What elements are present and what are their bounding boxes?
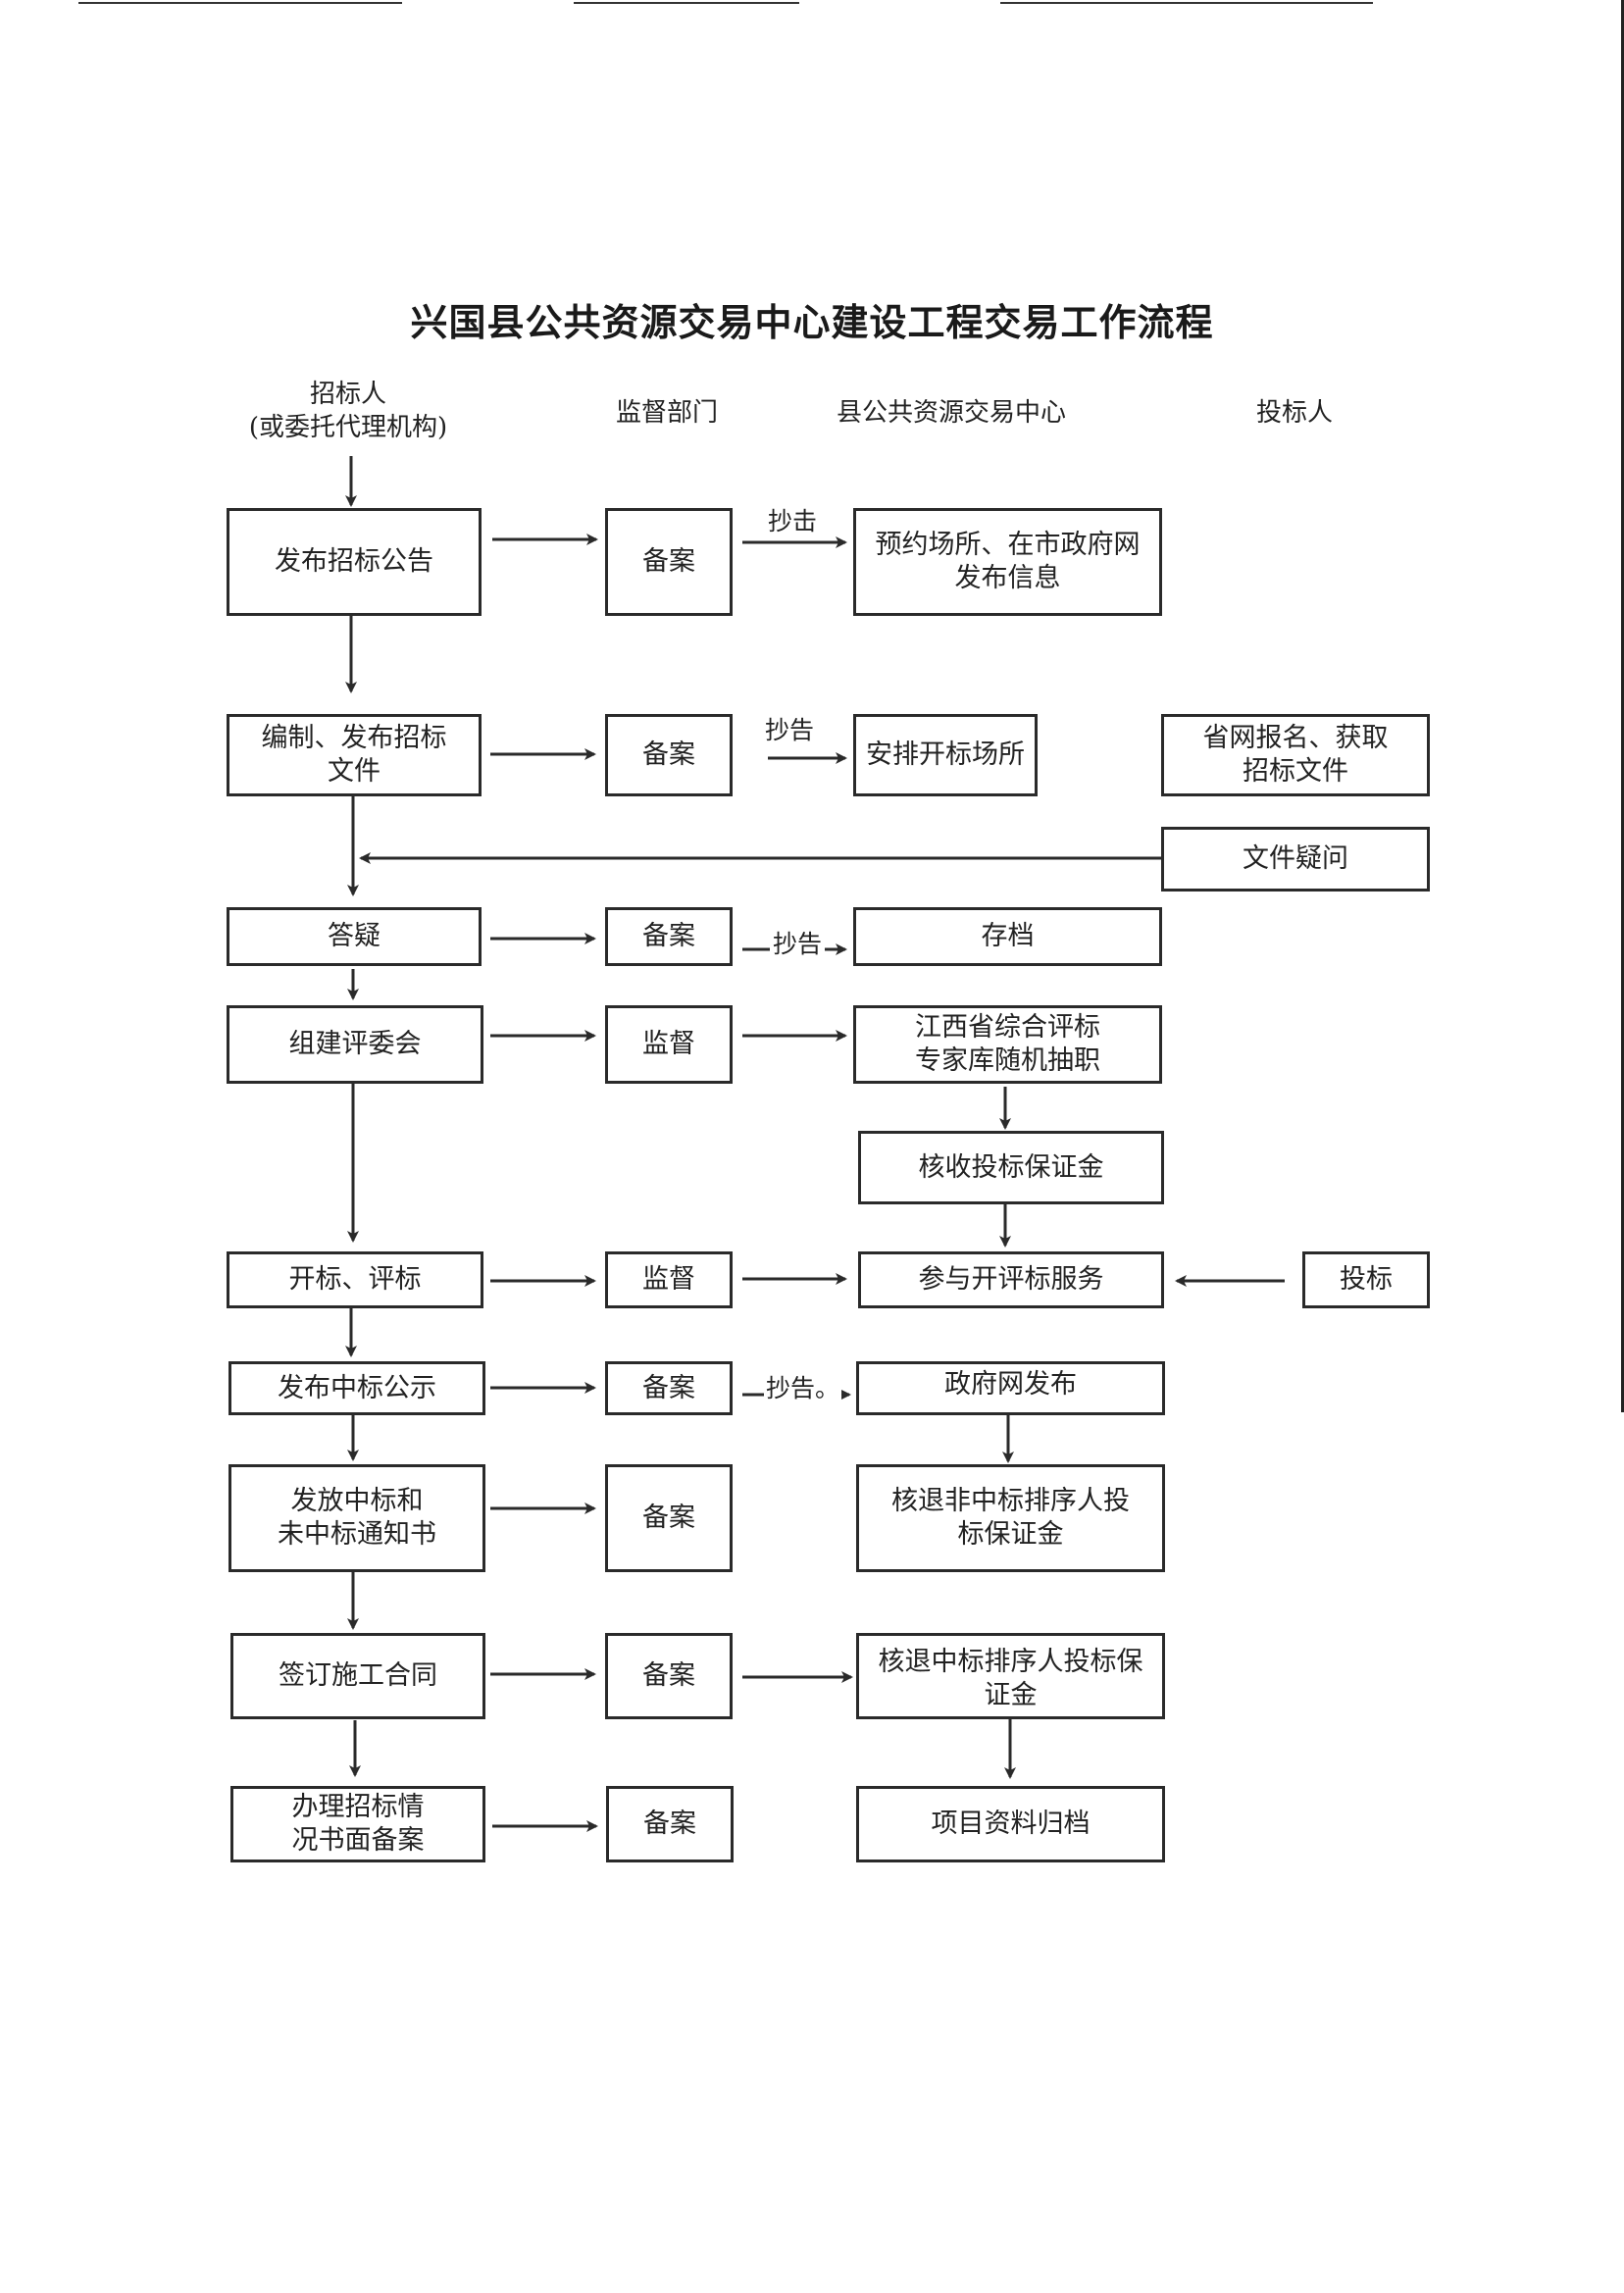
column-header-supervisor: 监督部门 [615,398,718,428]
column-header-center: 县公共资源交易中心 [836,398,1066,428]
supervision-label: 监督 [642,1029,695,1059]
step-label: 组建评委会 [288,1029,422,1059]
supervision-record-2: 备案 [605,714,733,796]
center-label: 参与开评标服务 [918,1264,1104,1295]
bidder-label: 省网报名、获取 招标文件 [1202,723,1389,787]
supervision-label: 监督 [642,1264,695,1295]
supervision-label: 备案 [642,546,695,577]
step-label: 编制、发布招标 文件 [261,723,447,787]
supervision-label: 备案 [642,1503,695,1533]
step-publish-notice: 发布招标公告 [227,508,482,616]
supervision-label: 备案 [643,1809,696,1839]
supervision-monitor-5: 监督 [605,1251,733,1308]
center-evaluation-service: 参与开评标服务 [858,1251,1164,1308]
center-label: 核退非中标排序人投 标保证金 [891,1486,1130,1550]
page-title: 兴国县公共资源交易中心建设工程交易工作流程 [410,301,1214,344]
step-sign-contract: 签订施工合同 [230,1633,485,1719]
step-label: 开标、评标 [288,1264,422,1295]
step-issue-notices: 发放中标和 未中标通知书 [228,1464,485,1572]
step-form-committee: 组建评委会 [227,1005,483,1084]
copy-label: 抄告 [765,716,815,744]
center-collect-deposit: 核收投标保证金 [858,1131,1164,1204]
supervision-record-9: 备案 [606,1786,734,1862]
center-label: 江西省综合评标 专家库随机抽职 [915,1012,1100,1076]
center-label: 预约场所、在市政府网 发布信息 [875,530,1141,593]
center-expert-draw: 江西省综合评标 专家库随机抽职 [853,1005,1162,1084]
column-header-tenderer: 招标人 (或委托代理机构) [248,380,448,442]
center-label: 存档 [981,921,1035,951]
bidder-label: 投标 [1340,1264,1393,1295]
step-prepare-docs: 编制、发布招标 文件 [227,714,482,796]
scan-edge-top [1000,2,1373,4]
supervision-label: 备案 [642,1372,695,1403]
center-label: 核退中标排序人投标保 证金 [878,1647,1143,1710]
scan-edge-top [78,2,402,4]
center-label: 政府网发布 [944,1369,1077,1400]
copy-label: 抄告 [770,925,826,960]
center-label: 安排开标场所 [866,739,1025,770]
step-label: 发布招标公告 [275,546,433,577]
step-label: 发放中标和 未中标通知书 [278,1486,436,1550]
bidder-label: 文件疑问 [1243,843,1348,874]
supervision-label: 备案 [642,921,695,951]
center-gov-publish: 政府网发布 [856,1361,1165,1415]
step-answer: 答疑 [227,907,482,966]
bidder-submit-bid: 投标 [1302,1251,1430,1308]
scan-edge-top [574,2,799,4]
column-header-bidder: 投标人 [1255,398,1333,428]
copy-label: 抄告。 [764,1369,842,1404]
center-refund-winner: 核退中标排序人投标保 证金 [856,1633,1165,1719]
center-publish-info: 预约场所、在市政府网 发布信息 [853,508,1162,616]
center-label: 核收投标保证金 [918,1151,1104,1183]
supervision-record-8: 备案 [605,1633,733,1719]
supervision-record-7: 备案 [605,1464,733,1572]
center-archive: 存档 [853,907,1162,966]
scan-edge-right [1621,0,1624,1412]
center-label: 项目资料归档 [931,1809,1091,1839]
center-refund-non-winner: 核退非中标排序人投 标保证金 [856,1464,1165,1572]
supervision-record-1: 备案 [605,508,733,616]
step-file-report: 办理招标情 况书面备案 [230,1786,485,1862]
step-publish-winner: 发布中标公示 [228,1361,485,1415]
step-label: 发布中标公示 [278,1372,436,1403]
center-file-archive: 项目资料归档 [856,1786,1165,1862]
supervision-record-3: 备案 [605,907,733,966]
supervision-record-6: 备案 [605,1361,733,1415]
step-label: 签订施工合同 [279,1660,437,1691]
supervision-label: 备案 [642,1660,695,1691]
center-arrange-venue: 安排开标场所 [853,714,1038,796]
step-label: 办理招标情 况书面备案 [291,1792,425,1856]
bidder-question: 文件疑问 [1161,827,1430,892]
copy-label: 抄击 [768,507,818,535]
bidder-register: 省网报名、获取 招标文件 [1161,714,1430,796]
step-label: 答疑 [328,921,381,951]
supervision-label: 备案 [642,739,695,770]
step-open-evaluate: 开标、评标 [227,1251,483,1308]
supervision-monitor-4: 监督 [605,1005,733,1084]
